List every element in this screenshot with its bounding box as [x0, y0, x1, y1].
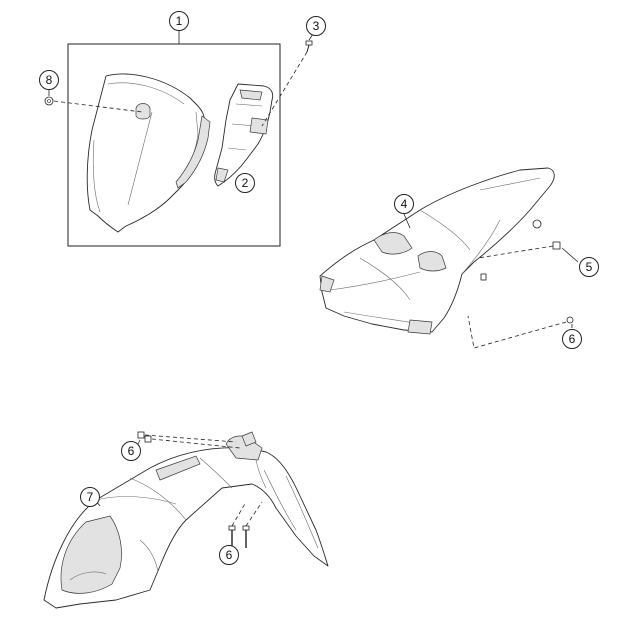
nut-8: [44, 96, 54, 106]
bolt-6-upper-path-b: [151, 438, 241, 449]
screw-6-rear: [566, 316, 574, 324]
assembly-1-frame: [67, 43, 281, 247]
callout-1-label: 1: [176, 14, 183, 28]
callout-3-label: 3: [313, 19, 320, 33]
callout-2-label: 2: [242, 176, 249, 190]
side-panel: [214, 83, 274, 187]
screw-6-rear-path: [467, 315, 567, 349]
callout-6-lower: 6: [219, 545, 239, 565]
bolt-6-lower-path-b: [245, 501, 263, 527]
callout-4: 4: [394, 194, 414, 214]
bolt-5-path: [477, 245, 554, 259]
callout-8: 8: [39, 70, 59, 90]
bolt-6-upper: [137, 431, 152, 443]
bolt-6-lower-path-a: [231, 501, 247, 527]
nut-8-path: [53, 100, 143, 113]
callout-6-upper-label: 6: [128, 444, 135, 458]
callout-3: 3: [306, 16, 326, 36]
bolt-5: [552, 241, 561, 250]
callout-6-upper: 6: [121, 441, 141, 461]
number-plate: [86, 73, 211, 233]
callout-6-rear-label: 6: [569, 332, 576, 346]
rear-fender-nut: [532, 219, 542, 229]
callout-8-label: 8: [46, 73, 53, 87]
leader-6-upper: [137, 439, 141, 445]
callout-7-label: 7: [87, 490, 94, 504]
callout-5: 5: [579, 257, 599, 277]
callout-6-rear: 6: [562, 329, 582, 349]
bolt-3: [305, 40, 313, 53]
callout-5-label: 5: [586, 260, 593, 274]
bolt-3-path: [261, 51, 308, 127]
bolt-6-upper-path-a: [144, 434, 237, 443]
callout-2: 2: [235, 173, 255, 193]
callout-4-label: 4: [401, 197, 408, 211]
callout-1: 1: [169, 11, 189, 31]
rear-fender: [319, 167, 555, 335]
callout-7: 7: [80, 487, 100, 507]
callout-6-lower-label: 6: [226, 548, 233, 562]
front-fender: [43, 431, 329, 609]
leader-4: [403, 213, 411, 229]
leader-5: [561, 247, 579, 263]
rear-fender-screw: [480, 273, 487, 281]
